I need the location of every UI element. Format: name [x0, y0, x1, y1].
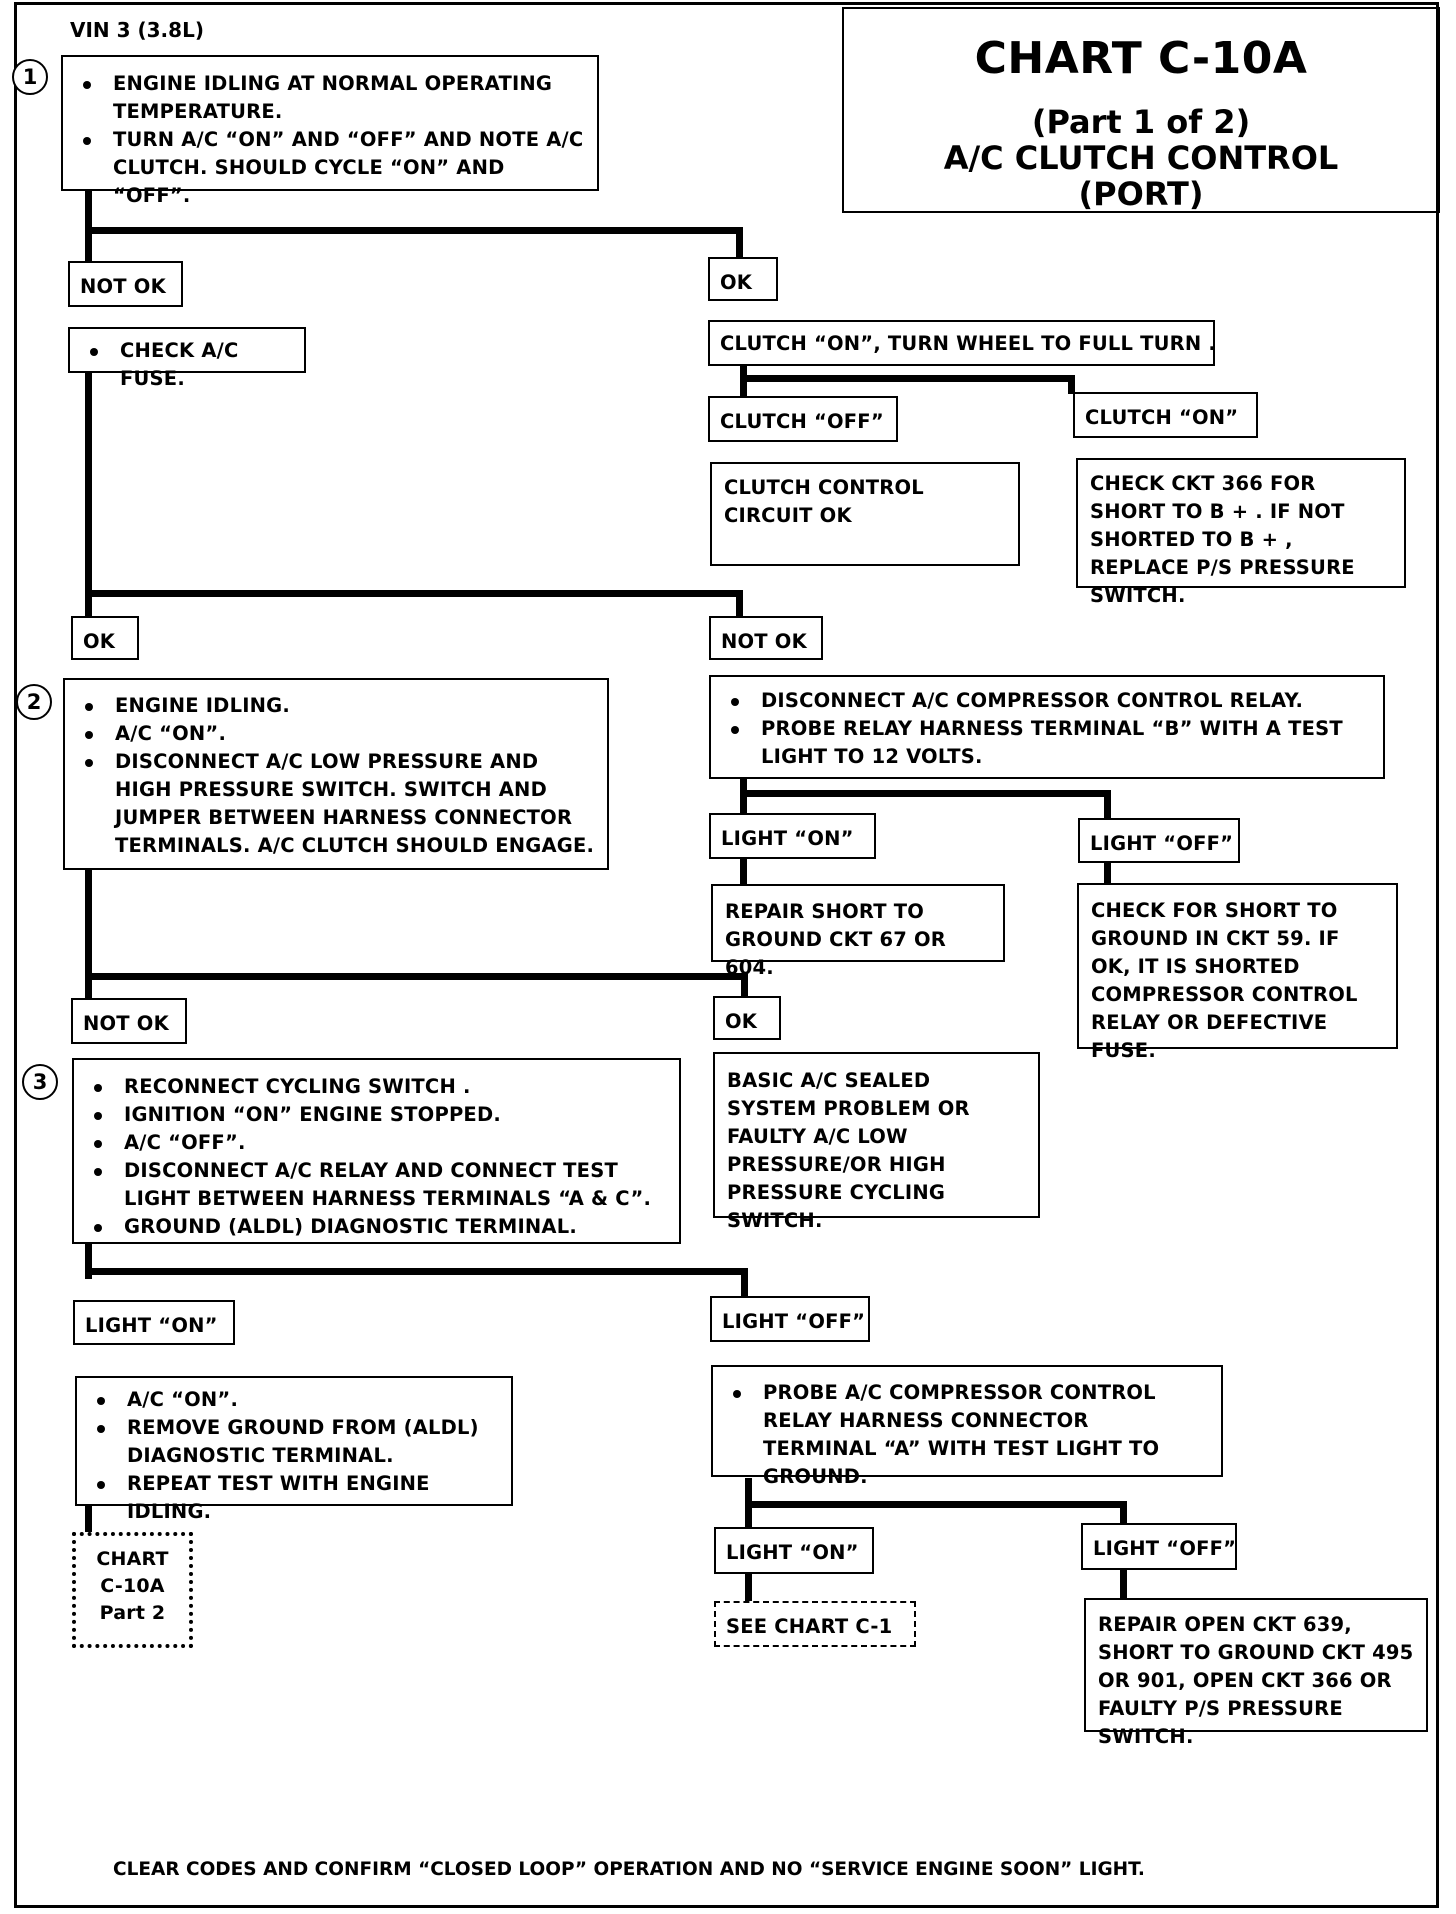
repeat-test-item: REMOVE GROUND FROM (ALDL) DIAGNOSTIC TER… — [89, 1414, 499, 1470]
connector-line — [736, 227, 743, 259]
chart-part: (Part 1 of 2) — [1031, 103, 1251, 141]
repeat-test-item: A/C “ON”. — [89, 1386, 499, 1414]
connector-line — [740, 858, 747, 886]
see-chart-c1-link[interactable]: SEE CHART C-1 — [714, 1601, 916, 1647]
step-2-box: ENGINE IDLING. A/C “ON”. DISCONNECT A/C … — [63, 678, 609, 870]
connector-line — [85, 973, 748, 980]
check-ckt-59-box: CHECK FOR SHORT TO GROUND IN CKT 59. IF … — [1077, 883, 1398, 1062]
light-off-label: LIGHT “OFF” — [1081, 1523, 1237, 1570]
connector-line — [1104, 861, 1111, 885]
repair-short-box: REPAIR SHORT TO GROUND CKT 67 OR 604. — [711, 884, 1005, 979]
clutch-off-label: CLUTCH “OFF” — [708, 396, 898, 442]
connector-line — [85, 867, 92, 998]
page-border — [14, 2, 1439, 1908]
step-2-item: ENGINE IDLING. — [77, 692, 595, 720]
step-1-marker: 1 — [12, 59, 48, 95]
connector-line — [85, 1268, 748, 1275]
connector-line — [85, 1504, 92, 1534]
connector-line — [740, 790, 1111, 797]
ok-label: OK — [708, 257, 778, 301]
connector-line — [745, 1501, 1127, 1508]
sealed-system-box: BASIC A/C SEALED SYSTEM PROBLEM OR FAULT… — [713, 1052, 1040, 1232]
connector-line — [740, 775, 747, 815]
chart-ref-line: Part 2 — [99, 1602, 166, 1624]
connector-line — [85, 189, 92, 264]
light-on-label: LIGHT “ON” — [714, 1527, 874, 1574]
vin-label: VIN 3 (3.8L) — [70, 18, 204, 42]
probe-terminal-a-item: PROBE A/C COMPRESSOR CONTROL RELAY HARNE… — [725, 1379, 1209, 1491]
step-3-item: IGNITION “ON” ENGINE STOPPED. — [86, 1101, 667, 1129]
footer-note: CLEAR CODES AND CONFIRM “CLOSED LOOP” OP… — [113, 1859, 1145, 1880]
relay-probe-item: DISCONNECT A/C COMPRESSOR CONTROL RELAY. — [723, 687, 1371, 715]
check-fuse-item: CHECK A/C FUSE. — [82, 337, 292, 393]
check-fuse-box: CHECK A/C FUSE. — [68, 327, 306, 390]
connector-line — [1068, 375, 1075, 394]
clutch-on-turn-wheel-box: CLUTCH “ON”, TURN WHEEL TO FULL TURN . — [708, 320, 1216, 366]
connector-line — [1120, 1501, 1127, 1525]
connector-line — [740, 375, 1075, 382]
connector-line — [736, 590, 743, 618]
step-3-item: GROUND (ALDL) DIAGNOSTIC TERMINAL. — [86, 1213, 667, 1241]
chart-title: CHART C-10A — [974, 33, 1308, 84]
connector-line — [740, 362, 747, 398]
light-off-label: LIGHT “OFF” — [710, 1296, 870, 1342]
chart-subject-port: (PORT) — [1078, 175, 1204, 213]
connector-line — [745, 1573, 752, 1602]
chart-subject: A/C CLUTCH CONTROL — [943, 139, 1339, 177]
connector-line — [85, 590, 743, 597]
step-1-item: ENGINE IDLING AT NORMAL OPERATING TEMPER… — [75, 70, 585, 126]
step-3-item: DISCONNECT A/C RELAY AND CONNECT TEST LI… — [86, 1157, 667, 1213]
not-ok-label: NOT OK — [68, 261, 183, 307]
connector-line — [85, 1241, 92, 1279]
chart-ref-line: CHART — [96, 1548, 169, 1570]
chart-ref-line: C-10A — [100, 1575, 165, 1597]
relay-probe-item: PROBE RELAY HARNESS TERMINAL “B” WITH A … — [723, 715, 1371, 771]
repair-open-ckt-box: REPAIR OPEN CKT 639, SHORT TO GROUND CKT… — [1084, 1598, 1428, 1748]
repeat-test-box: A/C “ON”. REMOVE GROUND FROM (ALDL) DIAG… — [75, 1376, 513, 1523]
repeat-test-item: REPEAT TEST WITH ENGINE IDLING. — [89, 1470, 499, 1526]
ok-label: OK — [71, 616, 139, 660]
step-3-item: A/C “OFF”. — [86, 1129, 667, 1157]
clutch-control-ok-box: CLUTCH CONTROL CIRCUIT OK — [710, 462, 1020, 566]
title-box: CHART C-10A (Part 1 of 2) A/C CLUTCH CON… — [842, 7, 1440, 213]
chart-c10a-part2-link[interactable]: CHART C-10A Part 2 — [72, 1532, 193, 1648]
step-3-box: RECONNECT CYCLING SWITCH . IGNITION “ON”… — [72, 1058, 681, 1244]
step-2-item: A/C “ON”. — [77, 720, 595, 748]
check-ckt-366-box: CHECK CKT 366 FOR SHORT TO B + . IF NOT … — [1076, 458, 1406, 607]
step-3-item: RECONNECT CYCLING SWITCH . — [86, 1073, 667, 1101]
connector-line — [1104, 790, 1111, 820]
not-ok-label: NOT OK — [709, 616, 823, 660]
step-2-item: DISCONNECT A/C LOW PRESSURE AND HIGH PRE… — [77, 748, 595, 860]
connector-line — [85, 227, 743, 234]
ok-label: OK — [713, 996, 781, 1040]
relay-probe-box: DISCONNECT A/C COMPRESSOR CONTROL RELAY.… — [709, 675, 1385, 779]
light-on-label: LIGHT “ON” — [73, 1300, 235, 1345]
clutch-on-label: CLUTCH “ON” — [1073, 392, 1258, 438]
connector-line — [1120, 1569, 1127, 1599]
step-1-box: ENGINE IDLING AT NORMAL OPERATING TEMPER… — [61, 55, 599, 207]
connector-line — [741, 1268, 748, 1300]
not-ok-label: NOT OK — [71, 998, 187, 1044]
probe-terminal-a-box: PROBE A/C COMPRESSOR CONTROL RELAY HARNE… — [711, 1365, 1223, 1488]
light-on-label: LIGHT “ON” — [709, 813, 876, 859]
step-1-item: TURN A/C “ON” AND “OFF” AND NOTE A/C CLU… — [75, 126, 585, 210]
step-3-marker: 3 — [22, 1064, 58, 1100]
step-2-marker: 2 — [16, 684, 52, 720]
light-off-label: LIGHT “OFF” — [1078, 818, 1240, 863]
connector-line — [745, 1478, 752, 1528]
connector-line — [85, 371, 92, 617]
connector-line — [741, 973, 748, 1001]
